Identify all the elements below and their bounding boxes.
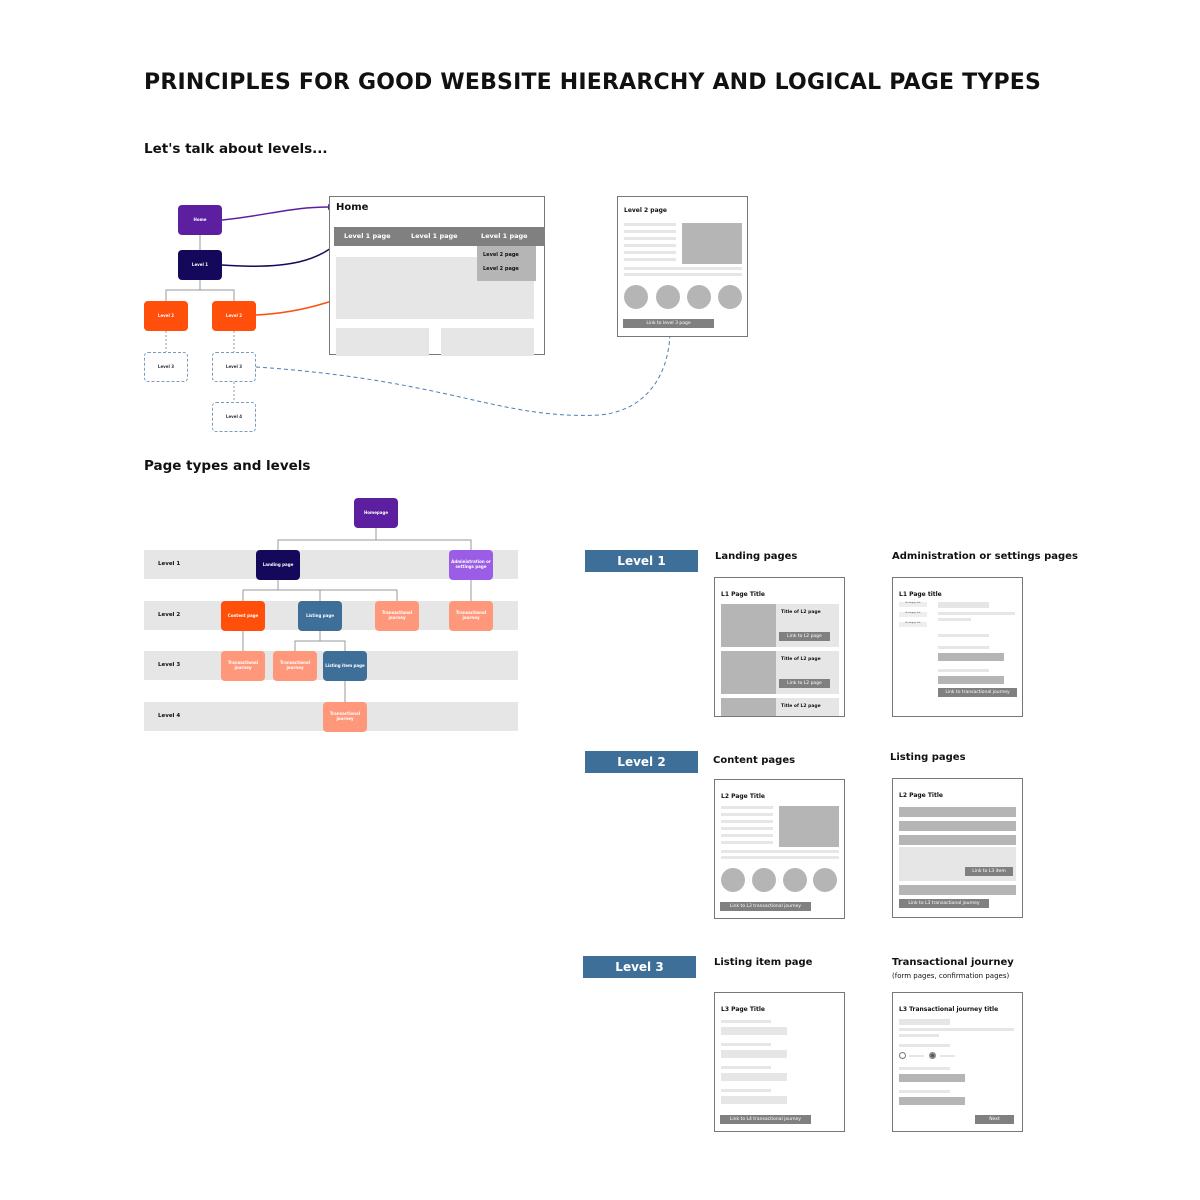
- wireframe-title: L1 Page title: [899, 591, 942, 598]
- radio-button-selected: [929, 1052, 936, 1059]
- text-lines: [624, 267, 742, 277]
- link-button: Link to L2 page: [779, 679, 830, 688]
- link-button: Link to level 3 page: [623, 319, 714, 328]
- content-block: [336, 328, 429, 356]
- circle-placeholder: [656, 285, 680, 309]
- link-button: Link to L4 transactional journey: [720, 1115, 811, 1124]
- listing-item-wireframe: L3 Page Title Link to L4 transactional j…: [714, 992, 845, 1132]
- admin-wireframe: L1 Page title A category link A category…: [892, 577, 1023, 717]
- nav-item: Level 1 page: [411, 232, 458, 240]
- node-transactional: Transactional journey: [375, 601, 419, 631]
- node-level2: Level 2: [212, 301, 256, 331]
- link-button: Link to L3 transactional journey: [899, 899, 989, 908]
- node-listing-page: Listing page: [298, 601, 342, 631]
- circle-placeholder: [752, 868, 776, 892]
- category-link: A category link: [899, 612, 927, 617]
- dropdown-menu: Level 2 page Level 2 page: [477, 246, 536, 281]
- wireframe-title: Level 2 page: [624, 207, 667, 214]
- wireframe-title: L2 Page Title: [721, 793, 765, 800]
- wireframe-title: L3 Page Title: [721, 1006, 765, 1013]
- link-button: Link to transactional journey: [938, 688, 1017, 697]
- home-wireframe: Home Level 1 page Level 1 page Level 1 p…: [329, 196, 545, 356]
- transactional-wireframe: L3 Transactional journey title Next: [892, 992, 1023, 1132]
- node-level2: Level 2: [144, 301, 188, 331]
- heading-landing: Landing pages: [715, 551, 798, 562]
- node-content-page: Content page: [221, 601, 265, 631]
- node-landing-page: Landing page: [256, 550, 300, 580]
- level-badge: Level 2: [585, 751, 698, 773]
- level-badge: Level 3: [583, 956, 696, 978]
- subheading-transactional: (form pages, confirmation pages): [892, 972, 1010, 980]
- section-heading-page-types: Page types and levels: [144, 458, 311, 474]
- band-label: Level 1: [158, 561, 181, 567]
- heading-listing: Listing pages: [890, 752, 966, 763]
- dropdown-item: Level 2 page: [483, 252, 519, 258]
- heading-listing-item: Listing item page: [714, 957, 813, 968]
- dropdown-item: Level 2 page: [483, 266, 519, 272]
- card: Title of L2 page: [721, 698, 839, 716]
- image-placeholder: [779, 806, 839, 847]
- listing-wireframe: L2 Page Title Link to L3 item Link to L3…: [892, 778, 1023, 918]
- section-heading-levels: Let's talk about levels...: [144, 141, 328, 157]
- content-wireframe: L2 Page Title Link to L3 transactional j…: [714, 779, 845, 919]
- page-title: PRINCIPLES FOR GOOD WEBSITE HIERARCHY AN…: [144, 70, 1042, 95]
- circle-placeholder: [813, 868, 837, 892]
- content-block: [441, 328, 534, 356]
- next-button: Next: [975, 1115, 1014, 1124]
- link-button: Link to L2 page: [779, 632, 830, 641]
- node-level3: Level 3: [212, 352, 256, 382]
- link-button: Link to L3 item: [965, 867, 1013, 876]
- heading-content: Content pages: [713, 755, 796, 766]
- card-title: Title of L2 page: [781, 704, 821, 709]
- heading-transactional: Transactional journey: [892, 957, 1014, 968]
- tree-connectors-2: [242, 528, 472, 702]
- node-transactional: Transactional journey: [449, 601, 493, 631]
- circle-placeholder: [783, 868, 807, 892]
- circle-placeholder: [687, 285, 711, 309]
- card-title: Title of L2 page: [781, 657, 821, 662]
- circle-placeholder: [624, 285, 648, 309]
- link-button: Link to L3 transactional journey: [720, 902, 811, 911]
- nav-bar: Level 1 page Level 1 page Level 1 page: [334, 227, 545, 246]
- node-transactional: Transactional journey: [323, 702, 367, 732]
- circle-placeholder: [721, 868, 745, 892]
- wireframe-title: L1 Page Title: [721, 591, 765, 598]
- band-label: Level 4: [158, 713, 181, 719]
- node-level3: Level 3: [144, 352, 188, 382]
- node-level4: Level 4: [212, 402, 256, 432]
- image-placeholder: [682, 223, 742, 264]
- radio-button: [899, 1052, 906, 1059]
- level2-wireframe: Level 2 page Link to level 3 page: [617, 196, 748, 337]
- node-level1: Level 1: [178, 250, 222, 280]
- text-lines: [624, 223, 676, 263]
- circle-placeholder: [718, 285, 742, 309]
- card-title: Title of L2 page: [781, 610, 821, 615]
- node-transactional: Transactional journey: [221, 651, 265, 681]
- wireframe-title: L3 Transactional journey title: [899, 1006, 999, 1013]
- nav-item: Level 1 page: [481, 232, 528, 240]
- band-label: Level 3: [158, 662, 181, 668]
- wireframe-title: L2 Page Title: [899, 792, 943, 799]
- band-label: Level 2: [158, 612, 181, 618]
- wireframe-title: Home: [336, 202, 369, 213]
- category-link: A category link: [899, 602, 927, 607]
- node-home: Home: [178, 205, 222, 235]
- arrow-level3: [255, 329, 671, 416]
- heading-admin: Administration or settings pages: [892, 551, 1078, 562]
- category-link: A category link: [899, 622, 927, 627]
- nav-item: Level 1 page: [344, 232, 391, 240]
- node-admin-page: Administration or settings page: [449, 550, 493, 580]
- node-transactional: Transactional journey: [273, 651, 317, 681]
- level-badge: Level 1: [585, 550, 698, 572]
- arrow-home: [221, 206, 331, 221]
- node-homepage: Homepage: [354, 498, 398, 528]
- node-listing-item: Listing item page: [323, 651, 367, 681]
